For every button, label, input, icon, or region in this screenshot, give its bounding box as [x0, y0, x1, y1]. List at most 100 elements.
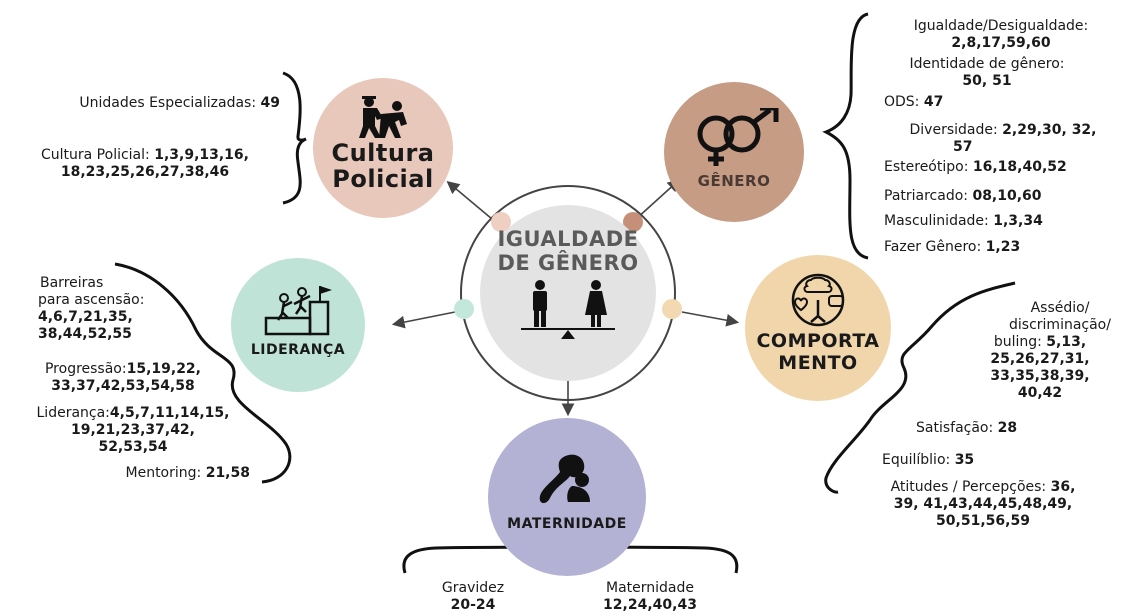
genero-title: GÊNERO — [697, 172, 771, 190]
item-label: Unidades Especializadas: — [79, 95, 257, 111]
item-label: Barreiras — [40, 275, 104, 291]
comportamento-node: COMPORTA MENTO — [745, 255, 891, 401]
item-refs: 28 — [997, 420, 1018, 436]
item-label-cont: discriminação/ — [1009, 317, 1111, 333]
item-refs-cont: 25,26,27,31, — [990, 351, 1090, 367]
dot-genero — [623, 212, 643, 232]
item-label: Igualdade/Desigualdade: — [913, 18, 1089, 34]
item-label: Gravidez — [441, 580, 505, 596]
item-refs: 4,6,7,21,35, — [38, 309, 133, 325]
item-label: Patriarcado: — [884, 188, 968, 204]
genero-item-patriarcado: Patriarcado: 08,10,60 — [884, 188, 1042, 205]
genero-item-estereotipo: Estereótipo: 16,18,40,52 — [884, 159, 1067, 176]
bracket-comportamento — [824, 281, 1016, 494]
arrow-to-cultura — [446, 180, 493, 220]
maternidade-item-maternidade: Maternidade 12,24,40,43 — [580, 580, 720, 614]
item-refs: 08,10,60 — [972, 188, 1042, 204]
item-refs: 4,5,7,11,14,15, — [109, 405, 230, 421]
item-refs-cont2: 33,35,38,39, — [990, 368, 1090, 384]
item-label: Progressão: — [44, 361, 127, 377]
maternidade-item-gravidez: Gravidez 20-24 — [418, 580, 528, 614]
gender-scale-icon — [521, 280, 615, 339]
item-label: ODS: — [884, 94, 920, 110]
item-refs: 49 — [260, 95, 280, 111]
lideranca-item-progressao: Progressão:15,19,22, 33,37,42,53,54,58 — [8, 361, 238, 395]
dot-cultura — [491, 212, 511, 232]
item-label-cont2: buling: — [993, 334, 1042, 350]
item-label: Equilíblio: — [882, 452, 951, 468]
item-label: Fazer Gênero: — [884, 239, 982, 255]
comportamento-item-satisfacao: Satisfação: 28 — [916, 420, 1017, 437]
item-refs-cont3: 40,42 — [1017, 385, 1063, 401]
item-label: Mentoring: — [125, 465, 202, 481]
center-title-line2: DE GÊNERO — [497, 251, 639, 275]
center-node: IGUALDADE DE GÊNERO — [480, 205, 656, 381]
lideranca-title: LIDERANÇA — [250, 342, 346, 358]
cultura-item-cultura-policial: Cultura Policial: 1,3,9,13,16, 18,23,25,… — [10, 147, 280, 181]
dot-comportamento — [662, 299, 682, 319]
item-label: Identidade de gênero: — [909, 56, 1065, 72]
comportamento-title-line2: MENTO — [778, 352, 858, 374]
item-label: Masculinidade: — [884, 213, 989, 229]
maternidade-node: MATERNIDADE — [488, 418, 646, 576]
item-refs-cont2: 50,51,56,59 — [936, 513, 1030, 529]
genero-item-diversidade: Diversidade: 2,29,30, 32, 57 — [878, 122, 1128, 156]
genero-node: GÊNERO — [664, 82, 804, 222]
item-refs: 1,3,34 — [993, 213, 1043, 229]
maternidade-title: MATERNIDADE — [507, 516, 627, 532]
item-label: Cultura Policial: — [41, 147, 150, 163]
bracket-lideranca — [114, 262, 292, 484]
item-refs: 47 — [923, 94, 944, 110]
item-refs-cont: 39, 41,43,44,45,48,49, — [893, 496, 1073, 512]
genero-item-fazer-genero: Fazer Gênero: 1,23 — [884, 239, 1020, 256]
item-refs-cont: 57 — [953, 139, 973, 155]
item-label: Atitudes / Percepções: — [890, 479, 1047, 495]
item-label: Diversidade: — [909, 122, 998, 138]
item-label: Maternidade — [606, 580, 694, 596]
item-refs: 12,24,40,43 — [603, 597, 697, 613]
lideranca-item-barreiras: Barreiras para ascensão: 4,6,7,21,35, 38… — [20, 275, 170, 343]
mother-child-icon — [539, 454, 590, 504]
item-label: Liderança: — [36, 405, 110, 421]
item-refs: 21,58 — [205, 465, 250, 481]
item-refs: 35 — [954, 452, 975, 468]
lideranca-item-lideranca: Liderança:4,5,7,11,14,15, 19,21,23,37,42… — [8, 405, 258, 456]
item-refs: 1,3,9,13,16, — [154, 147, 249, 163]
arrow-to-lideranca — [391, 311, 456, 329]
arrow-to-comportamento — [681, 311, 740, 327]
item-refs: 36, — [1050, 479, 1076, 495]
item-refs: 5,13, — [1046, 334, 1087, 350]
item-refs: 20-24 — [450, 597, 496, 613]
item-refs: 15,19,22, — [126, 361, 201, 377]
lideranca-node: LIDERANÇA — [231, 258, 365, 392]
item-refs-cont: 38,44,52,55 — [38, 326, 132, 342]
bracket-genero — [822, 12, 869, 260]
cultura-title-line2: Policial — [332, 165, 434, 193]
genero-item-igualdade: Igualdade/Desigualdade: 2,8,17,59,60 — [876, 18, 1126, 52]
gender-symbols-icon — [697, 108, 779, 166]
item-label: Satisfação: — [916, 420, 994, 436]
center-title-line1: IGUALDADE — [497, 227, 639, 251]
comportamento-title-line1: COMPORTA — [756, 330, 880, 352]
item-refs-cont: 33,37,42,53,54,58 — [51, 378, 195, 394]
brain-heart-chat-icon — [791, 273, 845, 327]
climbing-team-icon — [264, 286, 332, 336]
item-refs-cont: 18,23,25,26,27,38,46 — [60, 164, 230, 180]
item-label-cont: para ascensão: — [38, 292, 145, 308]
item-refs: 16,18,40,52 — [972, 159, 1067, 175]
item-refs-cont2: 52,53,54 — [98, 439, 168, 455]
genero-item-masculinidade: Masculinidade: 1,3,34 — [884, 213, 1043, 230]
lideranca-item-mentoring: Mentoring: 21,58 — [40, 465, 251, 482]
cultura-item-unidades: Unidades Especializadas: 49 — [10, 95, 280, 112]
comportamento-item-assedio: Assédio/ discriminação/ — [990, 300, 1129, 334]
comportamento-item-atitudes: Atitudes / Percepções: 36, 39, 41,43,44,… — [848, 479, 1118, 530]
item-label: Assédio/ — [1030, 300, 1090, 316]
item-refs: 1,23 — [985, 239, 1021, 255]
item-label: Estereótipo: — [884, 159, 969, 175]
cultura-policial-node: Cultura Policial — [313, 78, 453, 218]
item-refs: 50, 51 — [962, 73, 1012, 89]
arrow-to-genero — [635, 178, 681, 220]
genero-item-ods: ODS: 47 — [884, 94, 943, 111]
comportamento-item-equilibrio: Equilíblio: 35 — [882, 452, 974, 469]
